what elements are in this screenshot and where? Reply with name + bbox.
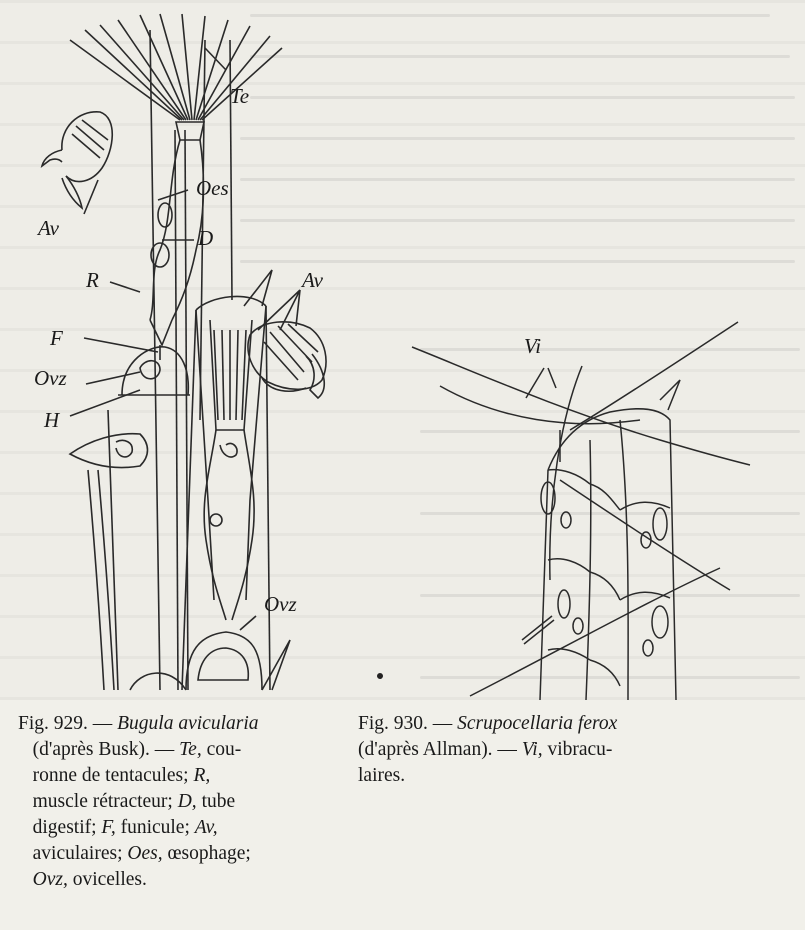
caption-929-d-text: tube bbox=[202, 791, 236, 812]
label-vi: Vi bbox=[524, 334, 541, 359]
caption-929-te-text: cou- bbox=[207, 739, 242, 760]
caption-930-line2: laires. bbox=[358, 765, 405, 786]
label-oes: Oes bbox=[196, 176, 229, 201]
caption-929-d-abbr: D, bbox=[178, 791, 197, 812]
caption-930-line-3: laires. bbox=[358, 763, 790, 789]
caption-929-line-3: ronne de tentacules; R, bbox=[18, 763, 334, 789]
caption-929-line2: ronne de tentacules; bbox=[33, 765, 189, 786]
caption-930-source: (d'après Allman). — bbox=[358, 739, 517, 760]
scrupocellaria-ferox-illustration bbox=[0, 0, 805, 700]
caption-929-line-6: aviculaires; Oes, œsophage; bbox=[18, 841, 334, 867]
caption-929-source: (d'après Busk). — bbox=[33, 739, 175, 760]
caption-929-r-abbr: R, bbox=[193, 765, 210, 786]
caption-929-line-7: Ovz, ovicelles. bbox=[18, 867, 334, 893]
label-te: Te bbox=[230, 84, 249, 109]
caption-929-line5: aviculaires; bbox=[33, 843, 123, 864]
caption-fig-930: Fig. 930. — Scrupocellaria ferox (d'aprè… bbox=[358, 711, 790, 789]
caption-930-vi-text: vibracu- bbox=[547, 739, 612, 760]
caption-930-number: Fig. 930. — bbox=[358, 713, 452, 734]
label-ovz-upper: Ovz bbox=[34, 366, 67, 391]
caption-929-line-5: digestif; F, funicule; Av, bbox=[18, 815, 334, 841]
caption-929-oes-abbr: Oes, bbox=[127, 843, 162, 864]
caption-fig-929: Fig. 929. — Bugula avicularia (d'après B… bbox=[18, 711, 334, 893]
caption-929-line-2: (d'après Busk). — Te, cou- bbox=[18, 737, 334, 763]
caption-930-vi-abbr: Vi, bbox=[522, 739, 543, 760]
caption-929-ovz-abbr: Ovz, bbox=[33, 869, 68, 890]
label-d: D bbox=[198, 226, 213, 251]
label-av-left: Av bbox=[38, 216, 59, 241]
caption-929-oes-text: œsophage; bbox=[167, 843, 250, 864]
label-h: H bbox=[44, 408, 59, 433]
caption-929-line-4: muscle rétracteur; D, tube bbox=[18, 789, 334, 815]
caption-929-line3: muscle rétracteur; bbox=[33, 791, 173, 812]
ink-dot bbox=[377, 673, 383, 679]
caption-929-ovz-text: ovicelles. bbox=[73, 869, 147, 890]
caption-930-line-1: Fig. 930. — Scrupocellaria ferox bbox=[358, 711, 790, 737]
caption-929-f-text: funicule; bbox=[121, 817, 190, 838]
label-ovz-lower: Ovz bbox=[264, 592, 297, 617]
caption-929-av-abbr: Av, bbox=[195, 817, 218, 838]
label-av-right: Av bbox=[302, 268, 323, 293]
caption-929-f-abbr: F, bbox=[101, 817, 115, 838]
caption-929-te-abbr: Te, bbox=[179, 739, 202, 760]
caption-930-species: Scrupocellaria ferox bbox=[457, 713, 617, 734]
caption-929-line-1: Fig. 929. — Bugula avicularia bbox=[18, 711, 334, 737]
caption-929-species: Bugula avicularia bbox=[117, 713, 258, 734]
label-r: R bbox=[86, 268, 99, 293]
caption-929-number: Fig. 929. — bbox=[18, 713, 112, 734]
figure-area: Te Av Oes D R F Ovz H Av Ovz Vi bbox=[0, 0, 805, 700]
caption-930-line-2: (d'après Allman). — Vi, vibracu- bbox=[358, 737, 790, 763]
label-f: F bbox=[50, 326, 63, 351]
caption-929-line4: digestif; bbox=[33, 817, 97, 838]
